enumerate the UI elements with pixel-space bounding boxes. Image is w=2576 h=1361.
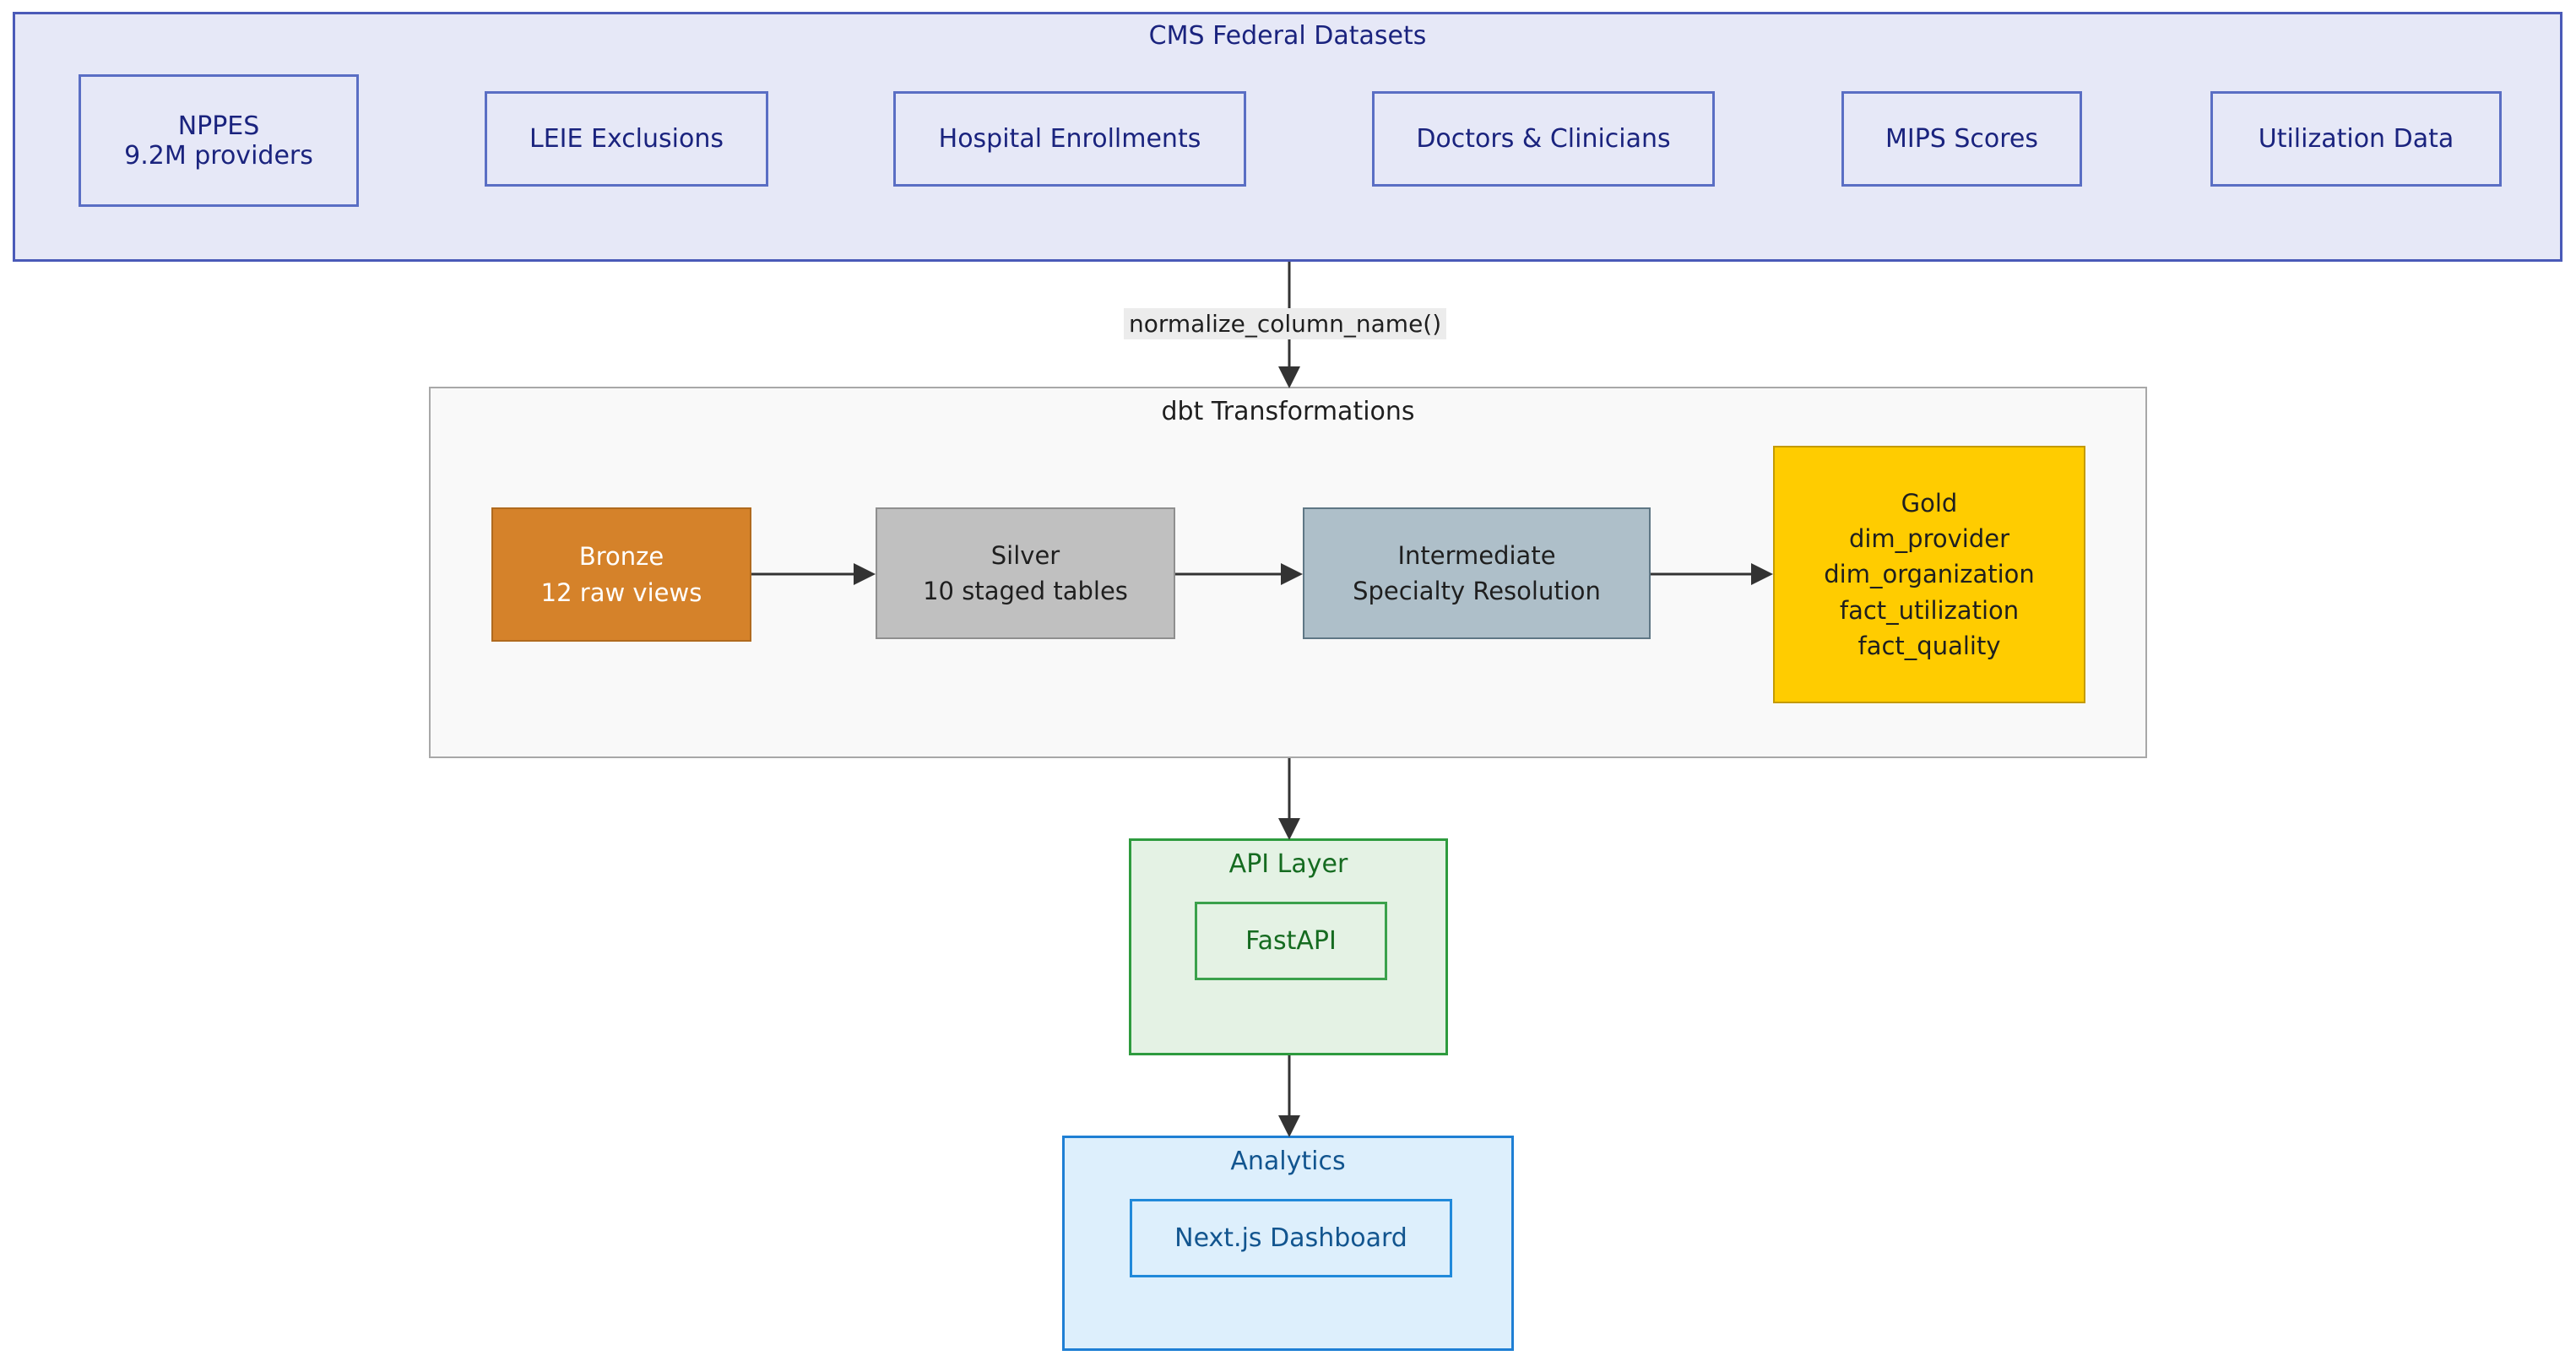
stage-node-silver[interactable]: Silver 10 staged tables bbox=[876, 507, 1175, 639]
dbt-cluster-title: dbt Transformations bbox=[1161, 397, 1415, 426]
gold-line4: fact_utilization bbox=[1839, 595, 2020, 625]
cms-cluster-title: CMS Federal Datasets bbox=[1148, 21, 1427, 51]
source-node-utilization-data[interactable]: Utilization Data bbox=[2210, 91, 2502, 187]
gold-line1: Gold bbox=[1901, 489, 1958, 518]
analytics-cluster-title: Analytics bbox=[1230, 1147, 1346, 1176]
source-utilization-label: Utilization Data bbox=[2258, 124, 2454, 154]
api-node-fastapi[interactable]: FastAPI bbox=[1195, 902, 1387, 980]
source-node-doctors-clinicians[interactable]: Doctors & Clinicians bbox=[1372, 91, 1715, 187]
intermediate-line1: Intermediate bbox=[1397, 540, 1556, 570]
intermediate-line2: Specialty Resolution bbox=[1353, 577, 1601, 605]
source-hospital-label: Hospital Enrollments bbox=[938, 124, 1201, 154]
source-nppes-line2: 9.2M providers bbox=[124, 140, 313, 171]
stage-node-intermediate[interactable]: Intermediate Specialty Resolution bbox=[1303, 507, 1651, 639]
gold-line3: dim_organization bbox=[1824, 560, 2035, 589]
api-cluster-title: API Layer bbox=[1228, 849, 1348, 879]
source-leie-label: LEIE Exclusions bbox=[529, 124, 724, 154]
source-doctors-label: Doctors & Clinicians bbox=[1416, 124, 1671, 154]
source-node-leie-exclusions[interactable]: LEIE Exclusions bbox=[485, 91, 768, 187]
source-node-hospital-enrollments[interactable]: Hospital Enrollments bbox=[893, 91, 1246, 187]
source-node-mips-scores[interactable]: MIPS Scores bbox=[1841, 91, 2082, 187]
stage-node-bronze[interactable]: Bronze 12 raw views bbox=[491, 507, 751, 642]
gold-line2: dim_provider bbox=[1848, 524, 2010, 554]
edge-api-to-analytics bbox=[1278, 1055, 1300, 1137]
fastapi-label: FastAPI bbox=[1245, 926, 1337, 956]
edge-dbt-to-api bbox=[1278, 758, 1300, 840]
silver-line2: 10 staged tables bbox=[923, 577, 1128, 605]
source-nppes-line1: NPPES bbox=[177, 111, 260, 141]
source-node-nppes[interactable]: NPPES 9.2M providers bbox=[79, 74, 359, 207]
bronze-line1: Bronze bbox=[578, 542, 664, 572]
cms-federal-datasets-cluster: CMS Federal Datasets NPPES 9.2M provider… bbox=[13, 12, 2562, 262]
edge-label-normalize-column-name: normalize_column_name() bbox=[1124, 308, 1447, 339]
gold-line5: fact_quality bbox=[1857, 631, 2001, 660]
silver-line1: Silver bbox=[990, 540, 1060, 570]
analytics-node-nextjs-dashboard[interactable]: Next.js Dashboard bbox=[1130, 1199, 1452, 1277]
stage-node-gold[interactable]: Gold dim_provider dim_organization fact_… bbox=[1773, 446, 2085, 703]
analytics-cluster: Analytics Next.js Dashboard bbox=[1062, 1136, 1514, 1351]
bronze-line2: 12 raw views bbox=[540, 577, 702, 607]
api-layer-cluster: API Layer FastAPI bbox=[1129, 838, 1448, 1055]
nextjs-dashboard-label: Next.js Dashboard bbox=[1174, 1223, 1407, 1253]
source-mips-label: MIPS Scores bbox=[1885, 124, 2039, 154]
